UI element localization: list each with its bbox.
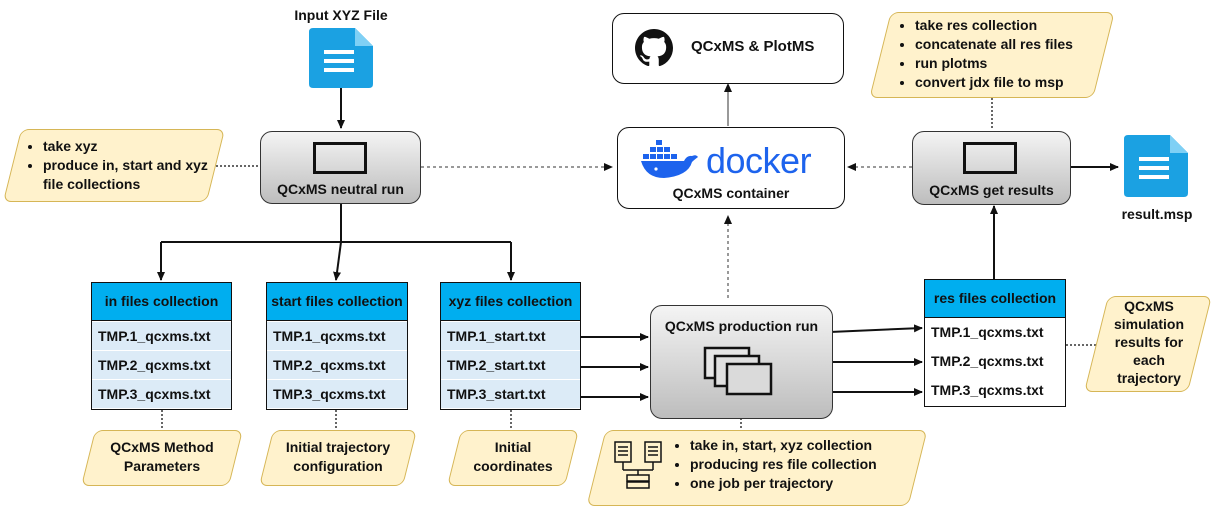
edge-to-start-files	[333, 241, 342, 281]
note-get-results-item: run plotms	[915, 54, 1102, 73]
note-coordinates: Initial coordinates	[473, 439, 553, 474]
table-row[interactable]: TMP.2_qcxms.txt	[92, 350, 231, 379]
table-row[interactable]: TMP.3_qcxms.txt	[925, 376, 1065, 405]
note-get-results-item: concatenate all res files	[915, 35, 1102, 54]
edge-production-to-res1	[829, 324, 923, 333]
note-production-item: producing res file collection	[690, 455, 912, 474]
github-icon	[635, 29, 673, 67]
get-results-label: QCxMS get results	[929, 182, 1054, 198]
window-icon	[963, 142, 1017, 174]
get-results-node[interactable]: QCxMS get results	[912, 131, 1071, 205]
document-icon	[309, 28, 373, 88]
input-file-label: Input XYZ File	[294, 7, 388, 23]
note-neutral-item: produce in, start and xyz file collectio…	[43, 156, 210, 194]
note-neutral-item: take xyz	[43, 137, 210, 156]
collection-title: in files collection	[92, 283, 231, 321]
table-row[interactable]: TMP.2_qcxms.txt	[925, 347, 1065, 376]
note-get-results-item: take res collection	[915, 16, 1102, 35]
neutral-run-node[interactable]: QCxMS neutral run	[260, 131, 421, 204]
note-production: take in, start, xyz collection producing…	[672, 436, 912, 493]
table-row[interactable]: TMP.1_start.txt	[441, 321, 580, 350]
neutral-run-label: QCxMS neutral run	[277, 181, 404, 197]
docker-logo-text: docker	[706, 140, 812, 181]
note-production-item: one job per trajectory	[690, 474, 912, 493]
production-run-node[interactable]: QCxMS production run	[650, 305, 833, 419]
note-production-item: take in, start, xyz collection	[690, 436, 912, 455]
table-row[interactable]: TMP.3_qcxms.txt	[92, 379, 231, 408]
container-node[interactable]: docker QCxMS container	[617, 127, 845, 209]
result-file-label: result.msp	[1121, 206, 1193, 222]
start-files-collection[interactable]: start files collection TMP.1_qcxms.txt T…	[266, 282, 408, 410]
table-row[interactable]: TMP.1_qcxms.txt	[267, 321, 407, 350]
collection-title: start files collection	[267, 283, 407, 321]
note-method: QCxMS Method Parameters	[110, 439, 214, 474]
xyz-files-collection[interactable]: xyz files collection TMP.1_start.txt TMP…	[440, 282, 581, 410]
table-row[interactable]: TMP.1_qcxms.txt	[925, 318, 1065, 347]
stacked-windows-icon	[703, 346, 773, 396]
collection-title: res files collection	[925, 280, 1065, 318]
in-files-collection[interactable]: in files collection TMP.1_qcxms.txt TMP.…	[91, 282, 232, 410]
document-icon	[1124, 135, 1188, 197]
note-simulation: QCxMS simulation results for each trajec…	[1113, 298, 1184, 386]
table-row[interactable]: TMP.2_start.txt	[441, 350, 580, 379]
res-files-collection[interactable]: res files collection TMP.1_qcxms.txt TMP…	[924, 279, 1066, 407]
table-row[interactable]: TMP.3_qcxms.txt	[267, 379, 407, 408]
github-label: QCxMS & PlotMS	[691, 38, 815, 55]
note-get-results: take res collection concatenate all res …	[897, 16, 1102, 92]
github-node[interactable]: QCxMS & PlotMS	[612, 13, 844, 84]
note-get-results-item: convert jdx file to msp	[915, 73, 1102, 92]
collection-title: xyz files collection	[441, 283, 580, 321]
table-row[interactable]: TMP.3_start.txt	[441, 379, 580, 408]
server-files-icon	[614, 441, 662, 489]
production-run-label: QCxMS production run	[664, 318, 819, 334]
container-label: QCxMS container	[672, 185, 790, 201]
table-row[interactable]: TMP.1_qcxms.txt	[92, 321, 231, 350]
note-trajectory: Initial trajectory configuration	[285, 439, 391, 474]
table-row[interactable]: TMP.2_qcxms.txt	[267, 350, 407, 379]
window-icon	[313, 142, 367, 174]
docker-whale-icon	[641, 140, 698, 178]
note-neutral: take xyz produce in, start and xyz file …	[25, 137, 210, 194]
